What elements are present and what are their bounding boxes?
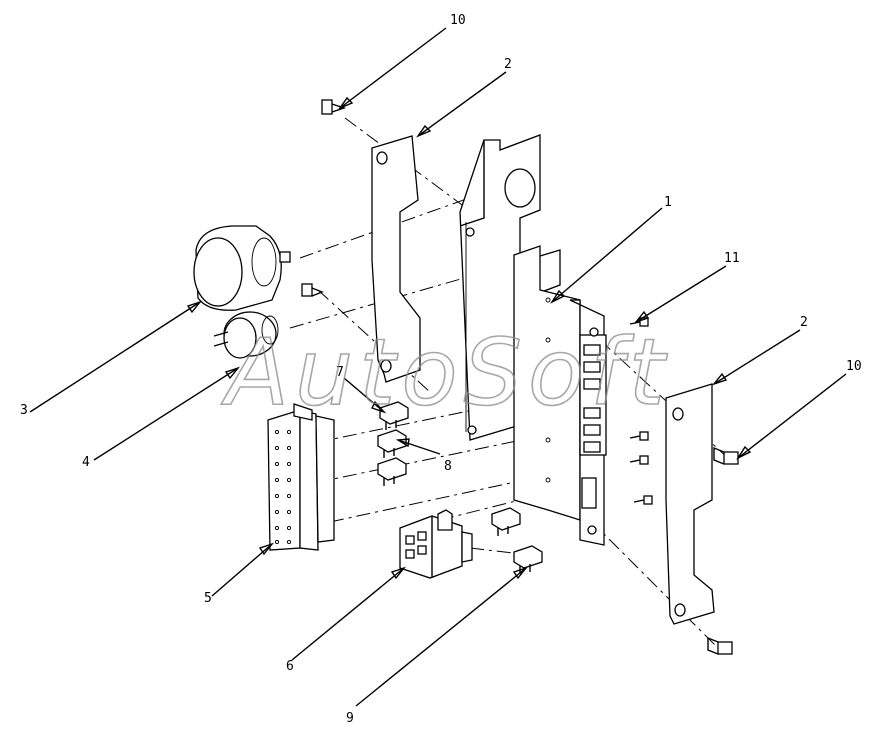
blade-fuses-lower bbox=[491, 507, 543, 574]
callout-1: 1 bbox=[664, 195, 672, 210]
callout-10-right: 10 bbox=[846, 359, 862, 374]
strap-right bbox=[665, 383, 715, 625]
connector-large bbox=[267, 403, 335, 551]
callout-10-top: 10 bbox=[450, 13, 466, 28]
callout-4: 4 bbox=[82, 455, 90, 470]
screw-upper bbox=[301, 283, 324, 297]
indicator-small bbox=[213, 311, 279, 359]
callout-9: 9 bbox=[346, 711, 354, 726]
callout-7: 7 bbox=[336, 365, 344, 380]
callout-2-right: 2 bbox=[800, 315, 808, 330]
indicator-large bbox=[193, 225, 291, 311]
callout-11: 11 bbox=[724, 251, 740, 266]
callout-8: 8 bbox=[444, 459, 452, 474]
fuse-plate-front bbox=[513, 245, 607, 546]
connector-small bbox=[399, 509, 473, 579]
blade-fuses-upper bbox=[377, 401, 409, 486]
strap-left bbox=[371, 135, 421, 383]
callout-3: 3 bbox=[20, 403, 28, 418]
callout-2-left: 2 bbox=[504, 57, 512, 72]
connector-pin-grid bbox=[274, 429, 292, 545]
callout-labels: 10 2 1 11 2 10 3 4 5 7 8 6 9 bbox=[20, 13, 862, 726]
autosoft-watermark: AutoSoft bbox=[221, 319, 671, 426]
leader-lines bbox=[29, 27, 847, 707]
callout-6: 6 bbox=[286, 659, 294, 674]
callout-5: 5 bbox=[204, 591, 212, 606]
